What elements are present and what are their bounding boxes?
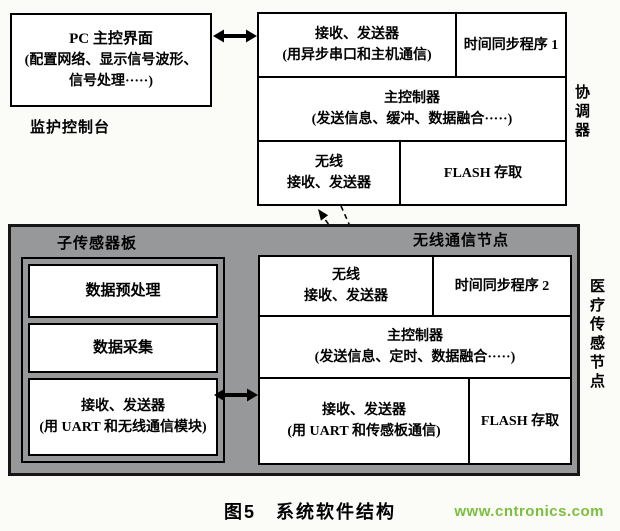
double-arrow-board-node-icon [214, 388, 258, 402]
coordinator-flash-cell: FLASH 存取 [399, 142, 565, 204]
node-controller-title: 主控制器 [387, 329, 443, 344]
coordinator-transceiver-title: 接收、发送器 [315, 27, 399, 42]
coordinator-wireless-cell: 无线 接收、发送器 [287, 155, 371, 191]
coordinator-controller-desc: (发送信息、缓冲、数据融合·····) [311, 112, 513, 127]
wireless-node-label: 无线通信节点 [413, 233, 510, 249]
data-preprocess-box: 数据预处理 [28, 264, 218, 318]
node-transceiver-cell: 接收、发送器 (用 UART 和传感板通信) [260, 379, 468, 463]
monitor-console-label: 监护控制台 [30, 120, 111, 136]
data-collect-box: 数据采集 [28, 323, 218, 373]
node-row-1: 无线 接收、发送器 时间同步程序 2 [260, 257, 570, 315]
node-controller-desc: (发送信息、定时、数据融合·····) [314, 350, 516, 365]
node-row-2: 主控制器 (发送信息、定时、数据融合·····) [260, 315, 570, 377]
node-flash-cell: FLASH 存取 [468, 379, 570, 463]
pc-control-interface-box: PC 主控界面 (配置网络、显示信号波形、信号处理·····) [10, 13, 212, 107]
coordinator-transceiver-desc: (用异步串口和主机通信) [282, 48, 432, 63]
watermark-text: www.cntronics.com [454, 503, 604, 520]
board-transceiver-box: 接收、发送器 (用 UART 和无线通信模块) [28, 378, 218, 456]
figure-caption: 图5 系统软件结构 [223, 502, 396, 522]
coordinator-block: 接收、发送器 (用异步串口和主机通信) 时间同步程序 1 主控制器 (发送信息、… [257, 12, 567, 206]
sub-sensor-board-block: 数据预处理 数据采集 接收、发送器 (用 UART 和无线通信模块) [21, 257, 225, 463]
coordinator-transceiver-cell: 接收、发送器 (用异步串口和主机通信) [259, 14, 455, 76]
node-wireless-cell: 无线 接收、发送器 [304, 268, 388, 304]
coordinator-time-sync-cell: 时间同步程序 1 [455, 14, 565, 76]
sensor-node-side-label: 医疗传感节点 [588, 278, 604, 392]
board-transceiver-title: 接收、发送器 [81, 399, 165, 414]
coordinator-side-label: 协调器 [573, 84, 589, 141]
coordinator-controller-cell: 主控制器 (发送信息、缓冲、数据融合·····) [259, 78, 565, 140]
node-controller-cell: 主控制器 (发送信息、定时、数据融合·····) [260, 317, 570, 377]
sensor-board-label: 子传感器板 [57, 236, 138, 252]
double-arrow-pc-coordinator-icon [213, 29, 257, 43]
node-transceiver-desc: (用 UART 和传感板通信) [287, 424, 441, 439]
node-row-3: 接收、发送器 (用 UART 和传感板通信) FLASH 存取 [260, 377, 570, 463]
medical-sensor-node-block: 子传感器板 无线通信节点 数据预处理 数据采集 接收、发送器 (用 UART 和… [8, 224, 580, 476]
pc-box-title: PC 主控界面 [69, 30, 153, 47]
coordinator-row-2: 主控制器 (发送信息、缓冲、数据融合·····) [259, 76, 565, 140]
coordinator-row-1: 接收、发送器 (用异步串口和主机通信) 时间同步程序 1 [259, 14, 565, 76]
pc-box-desc: (配置网络、显示信号波形、信号处理·····) [24, 52, 198, 89]
wireless-comm-node-block: 无线 接收、发送器 时间同步程序 2 主控制器 (发送信息、定时、数据融合···… [258, 255, 572, 465]
board-transceiver-desc: (用 UART 和无线通信模块) [39, 420, 207, 435]
node-transceiver-title: 接收、发送器 [322, 403, 406, 418]
coordinator-controller-title: 主控制器 [384, 91, 440, 106]
coordinator-row-3: 无线 接收、发送器 FLASH 存取 [259, 140, 565, 204]
node-time-sync-cell: 时间同步程序 2 [432, 257, 570, 315]
